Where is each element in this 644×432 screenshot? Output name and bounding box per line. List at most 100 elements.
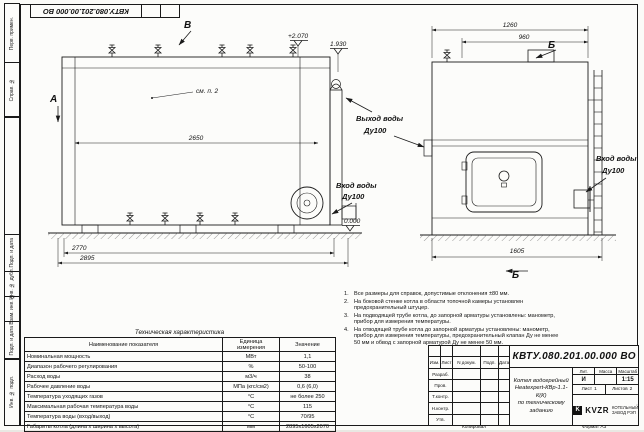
tech-value: 115 — [279, 401, 336, 413]
strip-cell-inv-dubl: Инв. № дубл. — [4, 268, 20, 300]
tech-header-row: Наименование показателя Единица измерени… — [24, 336, 336, 353]
dim-2770: 2770 — [71, 245, 87, 252]
sig-label: Пров. — [429, 380, 453, 391]
tech-param: Номинальная мощность — [24, 351, 223, 363]
tech-header-unit: Единица измерения — [222, 336, 280, 353]
lit-value: И — [581, 376, 586, 383]
product-name: Котел водогрейный Heatexpert-КВр-1.1-К(К… — [510, 368, 574, 425]
tech-header-value: Значение — [279, 336, 336, 353]
cell — [499, 369, 509, 379]
outlet-dn: Ду100 — [363, 126, 387, 135]
sheets-label: Листов — [612, 387, 628, 392]
tech-value: 50-100 — [279, 361, 336, 373]
revision-row — [429, 346, 510, 358]
cell — [441, 346, 453, 357]
strip-cell-vzam-inv: Взам. инв. № — [4, 293, 20, 325]
title-block-signatures: Изм. Лист N докум. Подп. Дата Разраб. Пр… — [429, 346, 511, 425]
mass-label: Масса — [595, 368, 617, 375]
note-text: На боковой стенке котла в области топочн… — [354, 298, 524, 312]
cell — [499, 346, 509, 356]
note-number: 3. — [344, 312, 349, 319]
company-name-line1: КОТЕЛЬНЫЙ — [611, 404, 639, 410]
notes-list: 1. Все размеры для справок, допустимые от… — [344, 291, 562, 347]
tech-value: не более 250 — [279, 391, 336, 403]
view-label-b-bottom: Б — [512, 270, 519, 281]
title-block-main: КВТУ.080.201.00.000 ВО Котел водогрейный… — [510, 346, 639, 425]
side-view-dimensions — [55, 30, 361, 267]
cell — [481, 368, 499, 380]
tech-unit: °С — [222, 391, 280, 403]
inlet-dn-side: Ду100 — [341, 192, 365, 201]
cell — [481, 391, 499, 403]
header-list: Лист — [441, 357, 453, 368]
format-label: Формат А3 — [582, 425, 607, 430]
header-izm: Изм. — [429, 357, 441, 368]
cell — [481, 403, 499, 414]
note-item: 4.На отводящей трубе котла до запорной а… — [344, 327, 562, 347]
view-label-v: В — [184, 20, 191, 31]
tech-characteristics: Техническая характеристика Наименование … — [24, 329, 336, 432]
sheet-label: Лист — [581, 387, 593, 392]
cell — [499, 403, 509, 413]
sig-label: Н.контр. — [429, 403, 453, 414]
tech-param: Температура уходящих газов — [24, 391, 223, 403]
tech-value: 70/95 — [279, 411, 336, 423]
note-item: 2. На боковой стенке котла в области топо… — [344, 299, 562, 312]
cell — [481, 414, 499, 425]
sheet-value: 1 — [594, 387, 597, 392]
product-name-line2: Heatexpert-КВр-1.1-К(К) — [514, 385, 568, 399]
dim-2650: 2650 — [188, 135, 204, 142]
lit-label: Лит. — [573, 368, 595, 375]
cell — [453, 368, 481, 380]
cell — [453, 380, 481, 391]
header-row: Изм. Лист N докум. Подп. Дата — [429, 357, 510, 369]
mass-value — [595, 375, 616, 384]
company-logo-text: KVZR — [585, 405, 609, 415]
note-number: 2. — [344, 298, 349, 305]
elevation-ground: 0.000 — [344, 218, 361, 225]
sig-label: Разраб. — [429, 368, 453, 380]
note-text: Все размеры для справок, допустимые откл… — [354, 291, 510, 297]
cell — [481, 380, 499, 391]
cell — [499, 415, 509, 425]
cell — [453, 391, 481, 403]
inlet-label-end: Вход воды — [596, 154, 637, 163]
lit-col: Лит.И — [573, 368, 596, 384]
elevation-top: +2.070 — [288, 33, 308, 40]
rotated-doc-number-stamp: КВТУ.080.201.00.000 ВО — [30, 4, 180, 18]
note-number: 1. — [344, 291, 349, 297]
outlet-label: Выход воды — [356, 114, 404, 123]
note-number: 4. — [344, 326, 349, 333]
scale-value: 1:15 — [621, 376, 634, 383]
sig-row-razrab: Разраб. — [429, 368, 510, 381]
kopiroval-label: Копировал — [462, 425, 487, 430]
tech-row: Диапазон рабочего регулирования%50-100 — [24, 361, 336, 373]
side-view — [48, 44, 362, 239]
tech-value: 38 — [279, 371, 336, 383]
product-name-line1: Котел водогрейный — [513, 377, 569, 384]
tech-unit: мм — [222, 421, 280, 432]
title-block-mid: Котел водогрейный Heatexpert-КВр-1.1-К(К… — [510, 368, 639, 425]
cell — [481, 346, 499, 357]
cell — [499, 380, 509, 390]
tech-param: Габариты котла (длина х ширина х высота) — [24, 421, 223, 432]
tech-value: 0,6 (6,0) — [279, 381, 336, 393]
strip-cell-inv-podl: Инв. № подл. — [4, 358, 20, 426]
rotated-doc-number: КВТУ.080.201.00.000 ВО — [31, 5, 142, 17]
sig-label: Т.контр. — [429, 391, 453, 403]
tech-table: Наименование показателя Единица измерени… — [24, 336, 336, 432]
tech-header-name: Наименование показателя — [24, 336, 223, 353]
sig-row-tkontr: Т.контр. — [429, 391, 510, 404]
end-view-dimensions — [345, 26, 607, 274]
left-gost-strip: Перв. примен. Справ. № Подп. и дата Инв.… — [4, 3, 20, 426]
tech-param: Температура воды (вход/выход) — [24, 411, 223, 423]
header-ndokum: N докум. — [453, 357, 481, 368]
